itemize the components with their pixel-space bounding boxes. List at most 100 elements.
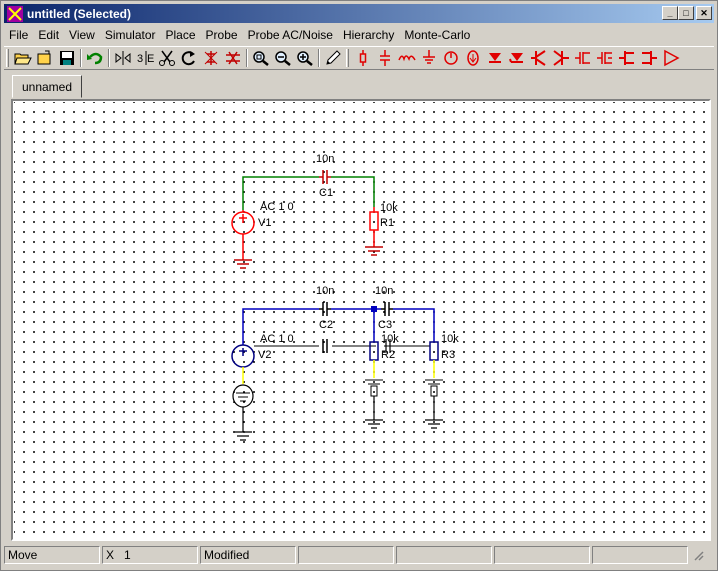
window-title: untitled (Selected) bbox=[27, 6, 132, 21]
r3-value: 10k bbox=[441, 333, 459, 345]
menu-hierarchy[interactable]: Hierarchy bbox=[342, 28, 395, 42]
rotate-icon[interactable] bbox=[178, 47, 200, 69]
close-button[interactable]: ✕ bbox=[696, 6, 712, 20]
menu-place[interactable]: Place bbox=[165, 28, 196, 42]
tab-label: unnamed bbox=[21, 79, 73, 94]
menu-edit[interactable]: Edit bbox=[38, 28, 60, 42]
resistor-r1[interactable] bbox=[365, 207, 383, 256]
inductor-icon[interactable] bbox=[396, 47, 418, 69]
title-bar[interactable]: untitled (Selected) _ □ ✕ bbox=[4, 4, 714, 23]
zoom-in-icon[interactable] bbox=[294, 47, 316, 69]
nmos-icon[interactable] bbox=[572, 47, 594, 69]
ground-icon[interactable] bbox=[418, 47, 440, 69]
status-state: Modified bbox=[200, 546, 296, 564]
toolbar-grip[interactable] bbox=[346, 49, 349, 67]
zener-icon[interactable] bbox=[506, 47, 528, 69]
pencil-icon[interactable] bbox=[322, 47, 344, 69]
junction-dot bbox=[371, 306, 377, 312]
cut-icon[interactable] bbox=[156, 47, 178, 69]
mirror-h-icon[interactable] bbox=[112, 47, 134, 69]
schematic-frame: 10n C1 AC 1 0 V1 bbox=[11, 99, 711, 541]
wire[interactable] bbox=[242, 176, 375, 210]
c1-name: C1 bbox=[319, 187, 333, 199]
r1-value: 10k bbox=[380, 202, 398, 214]
ac-source-icon[interactable] bbox=[440, 47, 462, 69]
app-icon bbox=[7, 5, 23, 22]
new-file-icon[interactable] bbox=[34, 47, 56, 69]
toolbar-separator bbox=[80, 49, 82, 67]
capacitor-c1[interactable] bbox=[319, 170, 331, 184]
tab-unnamed[interactable]: unnamed bbox=[12, 75, 82, 98]
pmos-icon[interactable] bbox=[594, 47, 616, 69]
diode-icon[interactable] bbox=[484, 47, 506, 69]
menu-bar: File Edit View Simulator Place Probe Pro… bbox=[4, 25, 714, 45]
pnp-icon[interactable] bbox=[550, 47, 572, 69]
minimize-button[interactable]: _ bbox=[662, 6, 678, 20]
status-empty-4 bbox=[592, 546, 688, 564]
v2-name: V2 bbox=[258, 349, 271, 361]
delete-wire-icon[interactable] bbox=[200, 47, 222, 69]
status-x-label: X bbox=[106, 548, 115, 562]
status-x-value: 1 bbox=[124, 548, 131, 562]
r3-name: R3 bbox=[441, 349, 455, 361]
r2-value: 10k bbox=[381, 333, 399, 345]
c1-value: 10n bbox=[316, 153, 334, 165]
source-v2[interactable] bbox=[231, 344, 255, 441]
v1-value: AC 1 0 bbox=[260, 201, 294, 213]
status-mode: Move bbox=[4, 546, 100, 564]
undo-icon[interactable] bbox=[84, 47, 106, 69]
toolbar-separator bbox=[318, 49, 320, 67]
c3-name: C3 bbox=[378, 319, 392, 331]
circuit-1: 10n C1 AC 1 0 V1 bbox=[231, 153, 398, 269]
menu-monte-carlo[interactable]: Monte-Carlo bbox=[404, 28, 471, 42]
menu-probe-ac-noise[interactable]: Probe AC/Noise bbox=[247, 28, 333, 42]
v2-value: AC 1 0 bbox=[260, 333, 294, 345]
schematic-canvas[interactable]: 10n C1 AC 1 0 V1 bbox=[14, 102, 710, 540]
zoom-fit-icon[interactable] bbox=[250, 47, 272, 69]
njfet-icon[interactable] bbox=[616, 47, 638, 69]
toolbar-separator bbox=[246, 49, 248, 67]
status-coordinate: X 1 bbox=[102, 546, 198, 564]
schematic-drawing: 10n C1 AC 1 0 V1 bbox=[231, 153, 459, 441]
menu-probe[interactable]: Probe bbox=[205, 28, 238, 42]
opamp-icon[interactable] bbox=[660, 47, 682, 69]
status-empty-1 bbox=[298, 546, 394, 564]
svg-text:3: 3 bbox=[137, 53, 143, 65]
pjfet-icon[interactable] bbox=[638, 47, 660, 69]
dc-source-icon[interactable] bbox=[462, 47, 484, 69]
c2-value: 10n bbox=[316, 285, 334, 297]
npn-icon[interactable] bbox=[528, 47, 550, 69]
resistor-icon[interactable] bbox=[352, 47, 374, 69]
svg-text:E: E bbox=[147, 53, 154, 65]
resistor-r2[interactable] bbox=[365, 341, 383, 429]
menu-file[interactable]: File bbox=[9, 28, 29, 42]
delete-icon[interactable] bbox=[222, 47, 244, 69]
capacitor-c2[interactable] bbox=[319, 302, 331, 316]
capacitor-extra[interactable] bbox=[322, 339, 391, 353]
toolbar-grip[interactable] bbox=[6, 49, 9, 67]
status-empty-3 bbox=[494, 546, 590, 564]
save-icon[interactable] bbox=[56, 47, 78, 69]
r2-name: R2 bbox=[381, 349, 395, 361]
capacitor-icon[interactable] bbox=[374, 47, 396, 69]
source-v1[interactable] bbox=[231, 210, 255, 269]
resize-grip[interactable] bbox=[690, 546, 704, 564]
open-folder-icon[interactable] bbox=[12, 47, 34, 69]
menu-view[interactable]: View bbox=[69, 28, 95, 42]
status-bar: Move X 1 Modified bbox=[4, 546, 714, 566]
circuit-2: 10n C2 10n C3 bbox=[231, 285, 459, 441]
status-empty-2 bbox=[396, 546, 492, 564]
c3-value: 10n bbox=[375, 285, 393, 297]
toolbar-separator bbox=[108, 49, 110, 67]
menu-simulator[interactable]: Simulator bbox=[104, 28, 156, 42]
zoom-out-icon[interactable] bbox=[272, 47, 294, 69]
capacitor-c3[interactable] bbox=[381, 302, 393, 316]
c2-name: C2 bbox=[319, 319, 333, 331]
maximize-button[interactable]: □ bbox=[678, 6, 694, 20]
resistor-r3[interactable] bbox=[425, 341, 443, 429]
r1-name: R1 bbox=[380, 217, 394, 229]
v1-name: V1 bbox=[258, 217, 271, 229]
